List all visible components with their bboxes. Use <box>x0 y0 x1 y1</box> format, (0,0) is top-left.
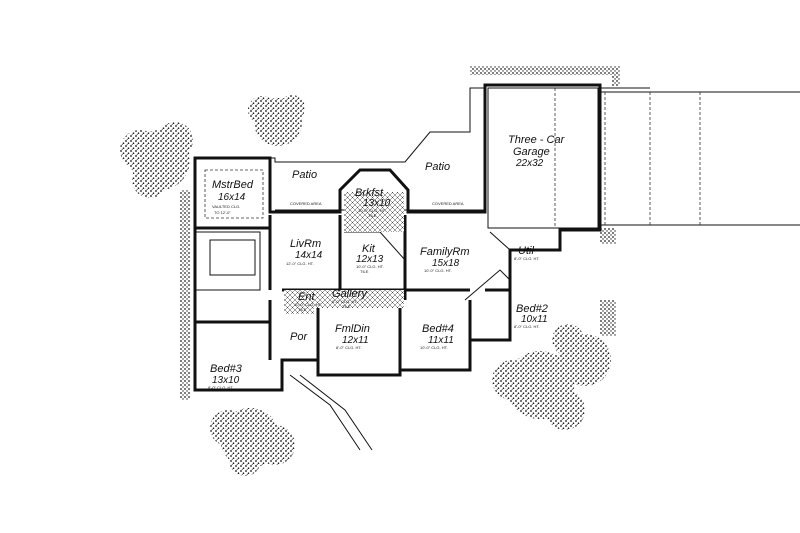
bed-3-label: Bed#3 <box>210 363 243 375</box>
kitchen-size: 12x13 <box>356 254 384 265</box>
utility-note: 8'-0" CLG. HT. <box>514 256 540 261</box>
landscape-trees <box>120 95 611 476</box>
bed-2-size: 10x11 <box>521 314 548 325</box>
bed-3-size: 13x10 <box>212 375 240 386</box>
kitchen-note-1: 10'-0" CLG. HT. <box>356 264 384 269</box>
bed-2-label: Bed#2 <box>516 303 548 315</box>
family-room-note: 10'-0" CLG. HT. <box>424 268 452 273</box>
bed-4-note: 10'-0" CLG. HT. <box>420 345 448 350</box>
bed-3-note: 8'-0" CLG. HT. <box>208 385 234 390</box>
garage-label-1: Three - Car <box>508 134 566 146</box>
master-bed-note-2: TO 12'-0" <box>214 210 231 215</box>
gallery-note-2: TILE <box>342 304 351 309</box>
breakfast-label: Brkfst <box>355 187 384 199</box>
breakfast-note-2: TILE <box>368 213 377 218</box>
patio-right-label: Patio <box>425 161 450 173</box>
hedges <box>180 66 620 400</box>
dining-label: FmlDin <box>335 323 370 335</box>
kitchen-label: Kit <box>362 243 376 255</box>
gallery-note-1: 8'-0" CLG. HT. <box>332 299 358 304</box>
living-room-note: 12'-0" CLG. HT. <box>286 261 314 266</box>
patio-left-label: Patio <box>292 169 317 181</box>
entry-note-2: TILE <box>298 307 307 312</box>
living-room-size: 14x14 <box>295 250 323 261</box>
bed-2-note: 8'-0" CLG. HT. <box>514 324 540 329</box>
porch-label: Por <box>290 331 308 343</box>
bed-4-size: 11x11 <box>428 335 454 346</box>
utility-label: Util <box>518 245 534 257</box>
entry-note-1: 10'-0" CLG. HT. <box>294 302 322 307</box>
driveway <box>289 87 800 451</box>
master-bed-size: 16x14 <box>218 192 246 203</box>
entry-tile <box>284 292 314 314</box>
master-bed-label: MstrBed <box>212 179 254 191</box>
entry-label: Ent <box>298 291 315 303</box>
breakfast-size: 13x10 <box>363 198 391 209</box>
family-room-size: 15x18 <box>432 258 460 269</box>
dining-size: 12x11 <box>342 335 369 346</box>
garage-size: 22x32 <box>515 158 544 169</box>
master-bed-note-1: VAULTED CLG. <box>212 204 240 209</box>
breakfast-tile <box>344 192 404 232</box>
gallery-label: Gallery <box>332 288 368 300</box>
garage-label-2: Garage <box>513 146 550 158</box>
family-room-label: FamilyRm <box>420 246 470 258</box>
bed-4-label: Bed#4 <box>422 323 454 335</box>
covered-area-left: COVERED AREA <box>290 201 322 206</box>
room-labels: MstrBed 16x14 VAULTED CLG. TO 12'-0" Pat… <box>208 134 566 390</box>
breakfast-note-1: 10'-0" CLG. HT. <box>358 208 386 213</box>
covered-area-right: COVERED AREA <box>432 201 464 206</box>
living-room-label: LivRm <box>290 238 321 250</box>
vaulted-ceiling-outline <box>204 169 264 219</box>
dining-note: 8'-0" CLG. HT. <box>336 345 362 350</box>
garage <box>487 87 599 251</box>
kitchen-note-2: TILE <box>360 269 369 274</box>
